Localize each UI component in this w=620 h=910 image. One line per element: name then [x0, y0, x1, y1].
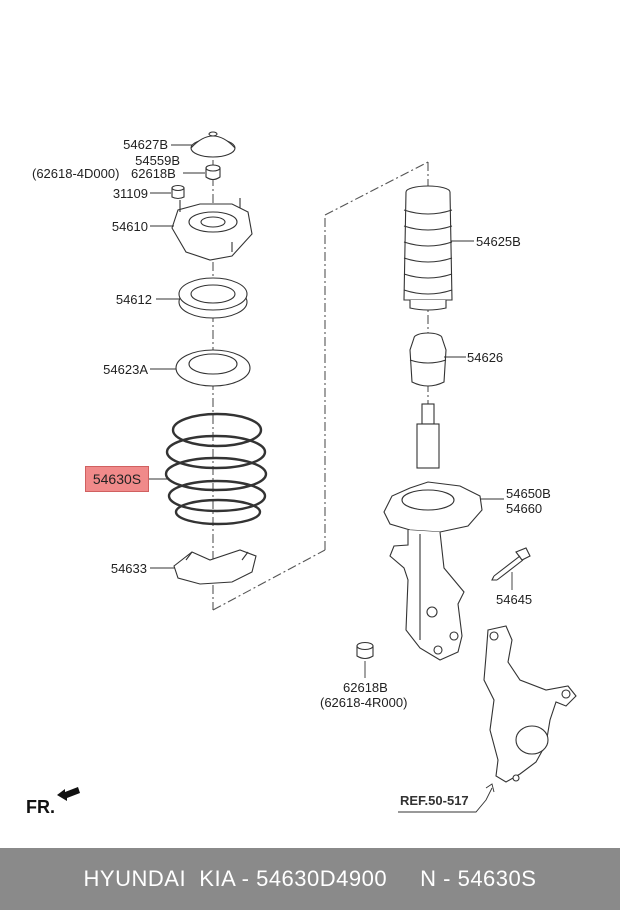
label-62618-4D000: (62618-4D000) — [32, 166, 120, 181]
coil-spring-part — [164, 412, 268, 526]
label-54623A: 54623A — [103, 362, 148, 377]
lower-pad-part — [173, 549, 257, 585]
front-arrow-icon — [57, 787, 80, 801]
exploded-strut-diagram — [57, 131, 577, 813]
lower-nut-part — [356, 641, 374, 660]
shock-absorber-part — [383, 403, 483, 661]
label-54559B: 54559B — [135, 153, 180, 168]
label-62618B-top: 62618B — [131, 166, 176, 181]
dust-cap-part — [190, 131, 236, 158]
label-54645: 54645 — [496, 592, 533, 607]
leader-lines — [147, 144, 513, 813]
label-54610: 54610 — [111, 219, 148, 234]
label-62618B-bottom: 62618B — [343, 680, 388, 695]
label-31109: 31109 — [112, 186, 148, 201]
label-54660: 54660 — [506, 501, 543, 516]
label-54612: 54612 — [115, 292, 152, 307]
bearing-part — [178, 277, 248, 319]
label-54633: 54633 — [110, 561, 147, 576]
label-54627B: 54627B — [123, 137, 168, 152]
front-label: FR. — [26, 797, 55, 817]
small-nut-part — [171, 184, 185, 200]
bolt-part — [491, 547, 531, 581]
footer-bar: HYUNDAI KIA - 54630D4900 N - 54630S — [0, 848, 620, 910]
dust-boot-part — [403, 185, 453, 311]
highlighted-part-label: 54630S — [85, 466, 149, 492]
flange-nut-part — [205, 164, 221, 181]
label-54626: 54626 — [467, 350, 504, 365]
strut-mount-part — [171, 198, 253, 261]
label-54625B: 54625B — [476, 234, 521, 249]
footer-text: HYUNDAI KIA - 54630D4900 N - 54630S — [83, 866, 537, 891]
ref-label: REF.50-517 — [400, 793, 469, 808]
bump-stop-part — [409, 332, 447, 387]
label-54650B: 54650B — [506, 486, 551, 501]
label-54630S: 54630S — [92, 471, 142, 487]
label-62618-4R000: (62618-4R000) — [320, 695, 408, 710]
steering-knuckle-part — [483, 625, 577, 783]
spring-seat-part — [175, 349, 251, 387]
